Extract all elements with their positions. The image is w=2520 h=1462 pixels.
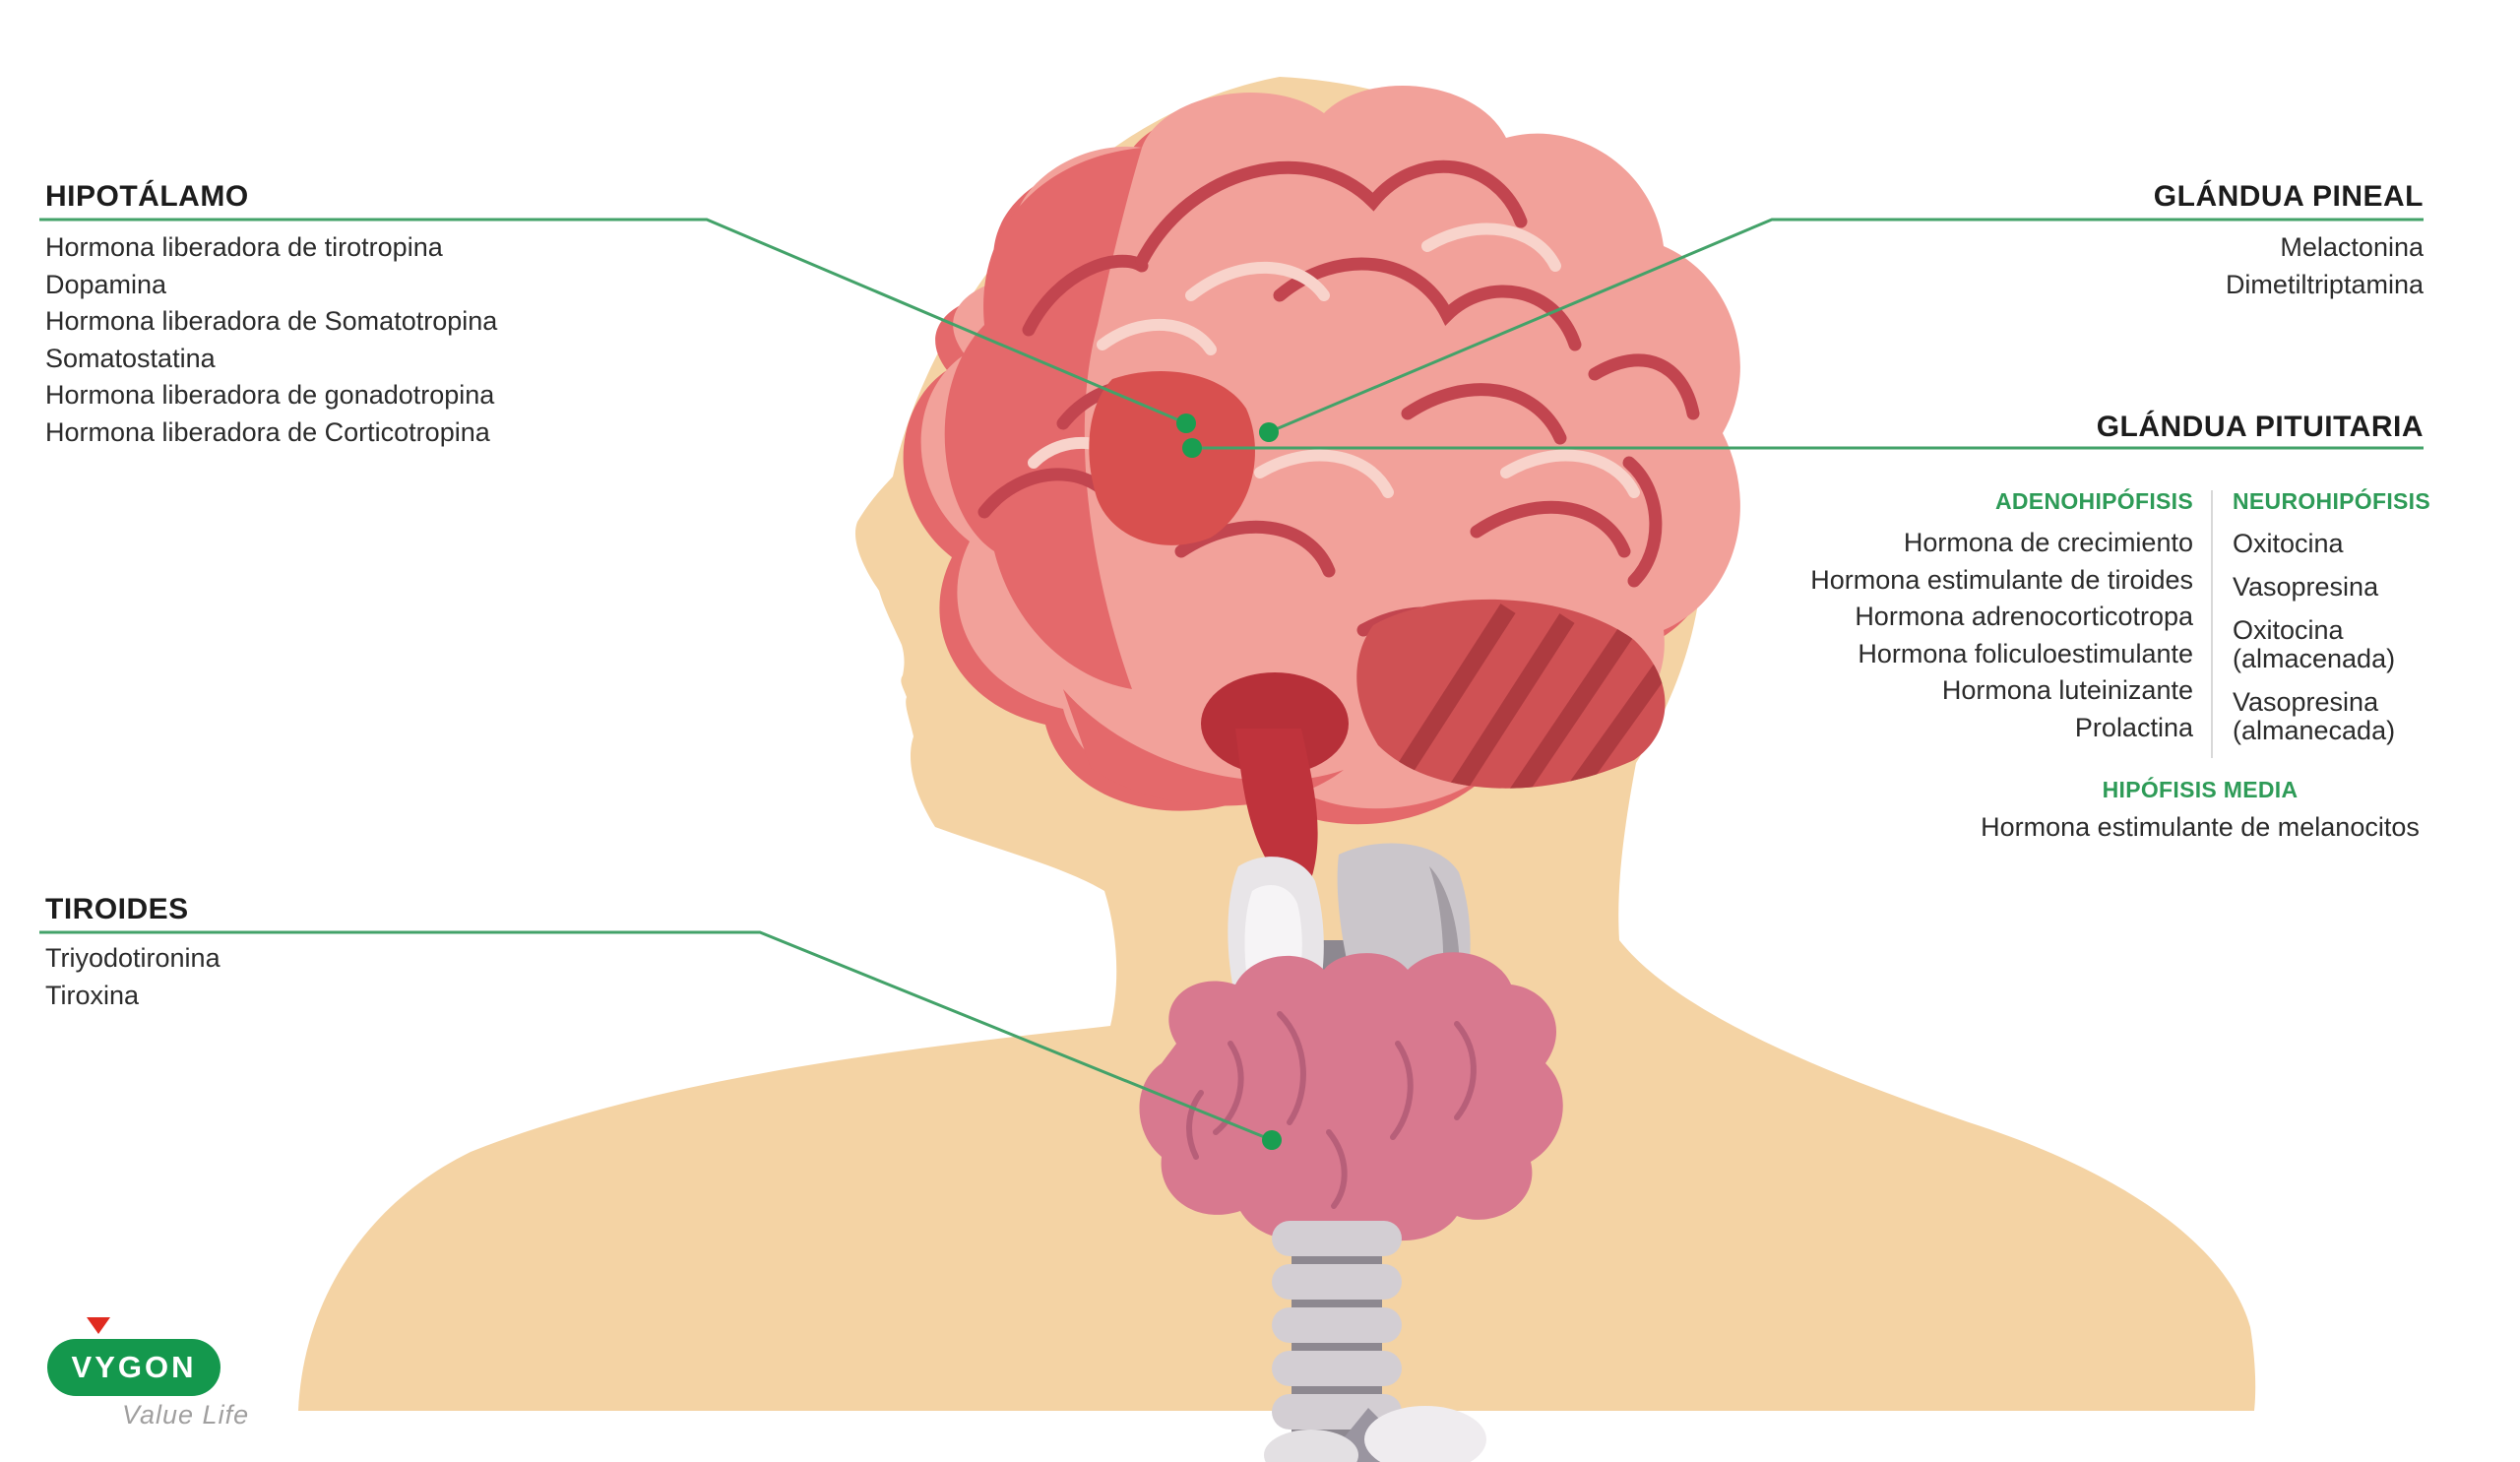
trachea-rings <box>1272 1221 1402 1430</box>
thyroid-title: TIROIDES <box>45 893 189 925</box>
hypophysis-media-block: HIPÓFISIS MEDIA Hormona estimulante de m… <box>1905 777 2495 847</box>
pineal-title: GLÁNDUA PINEAL <box>2153 180 2424 213</box>
hypothalamus-hormone: Hormona liberadora de gonadotropina <box>45 380 495 410</box>
pineal-hormone-list: Melactonina Dimetiltriptamina <box>2154 229 2424 303</box>
neurohypophysis-hormone: Vasopresina (almanecada) <box>2233 687 2396 745</box>
neurohypophysis-hormone: Oxitocina (almacenada) <box>2233 615 2396 673</box>
hypothalamus-label-block: HIPOTÁLAMO Hormona liberadora de tirotro… <box>45 181 497 451</box>
pineal-hormone: Dimetiltriptamina <box>2225 269 2424 299</box>
neurohypophysis-hormone: Oxitocina <box>2233 529 2344 558</box>
hypothalamus-hormone: Dopamina <box>45 269 167 299</box>
thyroid-illustration <box>1139 843 1563 1462</box>
brain-illustration <box>903 86 1740 889</box>
hypothalamus-region <box>1089 370 1255 545</box>
adenohypophysis-hormone: Hormona adrenocorticotropa <box>1855 602 2193 631</box>
pituitary-title: GLÁNDUA PITUITARIA <box>2096 411 2424 443</box>
hypothalamus-dot <box>1176 413 1196 433</box>
pineal-connector-line <box>1268 218 2424 434</box>
hypothalamus-hormone-list: Hormona liberadora de tirotropina Dopami… <box>45 229 497 451</box>
hypothalamus-hormone: Hormona liberadora de Somatotropina <box>45 306 498 336</box>
adenohypophysis-hormone-list: Hormona de crecimiento Hormona estimulan… <box>1642 525 2193 746</box>
thyroid-connector-line <box>39 930 1273 1142</box>
thyroid-creases <box>1186 1011 1477 1209</box>
logo-tagline: Value Life <box>122 1400 250 1430</box>
brain-frontal-lobe-shade <box>944 148 1142 689</box>
hypophysis-media-title: HIPÓFISIS MEDIA <box>2102 777 2299 802</box>
thyroid-gland <box>1139 952 1563 1241</box>
clavicle-bone-left <box>1264 1430 1358 1462</box>
pineal-hormone: Melactonina <box>2280 232 2424 262</box>
neurohypophysis-hormone: Vasopresina <box>2233 572 2379 602</box>
logo-triangle-icon <box>87 1317 110 1334</box>
hypothalamus-hormone: Hormona liberadora de tirotropina <box>45 232 443 262</box>
cerebellum-stripes <box>1390 604 1666 789</box>
vygon-logo: VYGON Value Life <box>47 1315 303 1433</box>
pineal-label-block: GLÁNDUA PINEAL Melactonina Dimetiltripta… <box>2154 181 2424 303</box>
hypophysis-media-hormone: Hormona estimulante de melanocitos <box>1981 812 2420 842</box>
hypothalamus-hormone: Somatostatina <box>45 343 216 373</box>
adenohypophysis-hormone: Prolactina <box>2074 712 2193 742</box>
pituitary-label-block: GLÁNDUA PITUITARIA <box>2097 412 2424 443</box>
thyroid-dot <box>1262 1130 1282 1150</box>
adenohypophysis-hormone: Hormona de crecimiento <box>1903 528 2193 557</box>
thyroid-hormone-list: Triyodotironina Tiroxina <box>45 940 220 1014</box>
hypothalamus-title: HIPOTÁLAMO <box>45 180 249 213</box>
connector-dots <box>1176 413 1282 1150</box>
hypothalamus-hormone: Hormona liberadora de Corticotropina <box>45 416 490 447</box>
thyroid-hormone: Tiroxina <box>45 980 140 1010</box>
thyroid-label-block: TIROIDES Triyodotironina Tiroxina <box>45 894 220 1014</box>
adenohypophysis-hormone: Hormona foliculoestimulante <box>1858 638 2193 668</box>
adenohypophysis-hormone: Hormona estimulante de tiroides <box>1810 564 2193 595</box>
hypothalamus-connector-line <box>39 218 1187 425</box>
neurohypophysis-column: NEUROHIPÓFISIS Oxitocina Vasopresina Oxi… <box>2233 488 2469 760</box>
neurohypophysis-title: NEUROHIPÓFISIS <box>2233 488 2431 514</box>
brain-lower-shade <box>1063 689 1344 806</box>
adenohypophysis-hormone: Hormona luteinizante <box>1941 675 2193 705</box>
thyroid-hormone: Triyodotironina <box>45 943 220 973</box>
clavicle-bone-right <box>1364 1406 1486 1462</box>
adenohypophysis-title: ADENOHIPÓFISIS <box>1994 488 2193 514</box>
pituitary-dot <box>1182 438 1202 458</box>
pituitary-column-divider <box>2211 490 2213 758</box>
connector-lines <box>39 218 2424 1142</box>
brainstem <box>1235 729 1318 889</box>
logo-brand-pill: VYGON <box>47 1339 220 1396</box>
adenohypophysis-column: ADENOHIPÓFISIS Hormona de crecimiento Ho… <box>1642 488 2193 746</box>
pineal-dot <box>1259 422 1279 442</box>
neurohypophysis-hormone-list: Oxitocina Vasopresina Oxitocina (almacen… <box>2233 530 2469 745</box>
